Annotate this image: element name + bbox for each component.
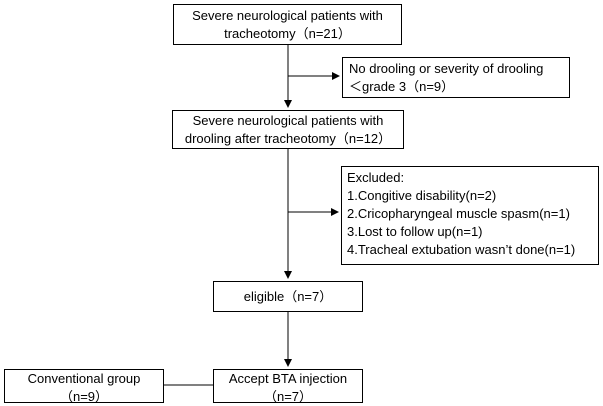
node-drooling-patients-line-2: drooling after tracheotomy（n=12） [184, 131, 392, 146]
node-bta-injection-line-1: Accept BTA injection [228, 371, 348, 386]
node-total-patients: Severe neurological patients with trache… [173, 4, 402, 45]
node-no-drooling-line-1: No drooling or severity of drooling [349, 61, 544, 76]
node-excluded-item-4: 4.Tracheal extubation wasn’t done(n=1) [347, 242, 576, 257]
node-conventional-group-line-1: Conventional group [27, 371, 141, 386]
node-total-patients-line-2: tracheotomy（n=21） [224, 26, 351, 41]
node-drooling-patients-line-1: Severe neurological patients with [192, 113, 384, 128]
node-excluded-heading: Excluded: [347, 170, 405, 185]
node-excluded-item-1: 1.Congitive disability(n=2) [347, 188, 497, 203]
node-conventional-group: Conventional group （n=9） [4, 369, 164, 404]
node-total-patients-line-1: Severe neurological patients with [192, 8, 383, 23]
node-no-drooling-line-2: ＜grade 3（n=9） [349, 79, 455, 94]
node-eligible-label: eligible（n=7） [243, 289, 333, 304]
node-drooling-patients: Severe neurological patients with drooli… [172, 110, 404, 149]
node-eligible: eligible（n=7） [213, 281, 363, 312]
node-no-drooling: No drooling or severity of drooling ＜gra… [342, 57, 570, 98]
node-excluded-item-2: 2.Cricopharyngeal muscle spasm(n=1) [347, 206, 570, 221]
node-excluded-item-3: 3.Lost to follow up(n=1) [347, 224, 483, 239]
node-excluded: Excluded: 1.Congitive disability(n=2) 2.… [341, 166, 599, 265]
node-bta-injection: Accept BTA injection （n=7） [213, 369, 363, 404]
node-bta-injection-line-2: （n=7） [263, 389, 313, 404]
node-conventional-group-line-2: （n=9） [59, 389, 109, 404]
